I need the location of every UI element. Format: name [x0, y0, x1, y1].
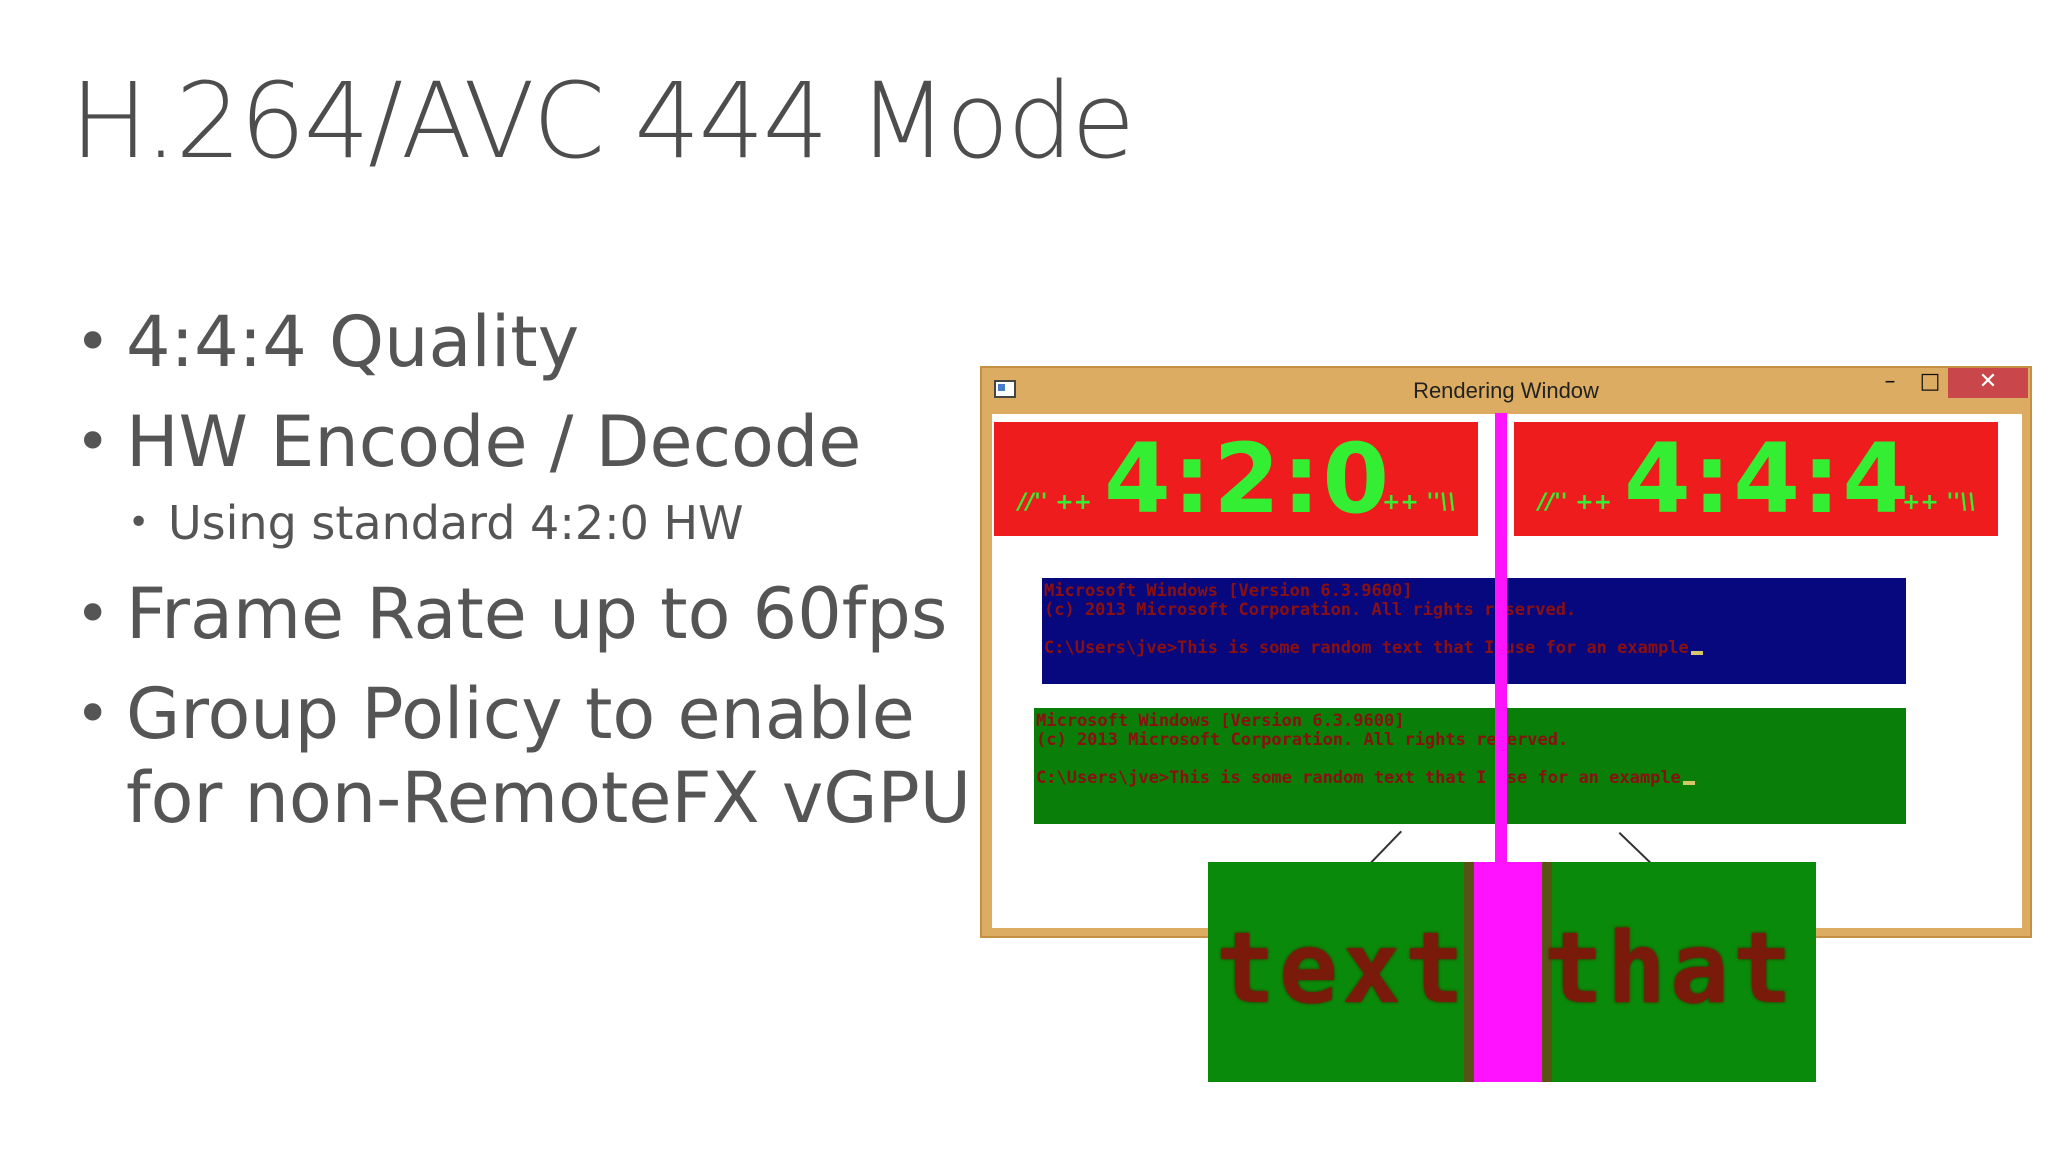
bullet-list: • 4:4:4 Quality • HW Encode / Decode • U… [70, 300, 971, 856]
window-titlebar[interactable]: Rendering Window – □ ✕ [982, 368, 2030, 414]
sub-bullet-text: Using standard 4:2:0 HW [168, 496, 744, 550]
zoom-inset: text that [1208, 862, 1816, 1082]
banner-label: 4:4:4 [1624, 423, 1912, 535]
banner-decoration-left: //'' ++ [1018, 490, 1093, 515]
console-line-prompt: C:\Users\jve>This is some random text th… [1044, 639, 1904, 658]
bullet-text: HW Encode / Decode [126, 401, 862, 483]
bullet-dot: • [75, 407, 111, 477]
bullet-item: • Frame Rate up to 60fps [70, 572, 970, 656]
banner-decoration-left: //'' ++ [1538, 490, 1613, 515]
console-line-prompt: C:\Users\jve>This is some random text th… [1036, 769, 1904, 788]
maximize-button[interactable]: □ [1919, 369, 1941, 394]
split-divider [1495, 413, 1507, 863]
console-blue-background: Microsoft Windows [Version 6.3.9600] (c)… [1042, 578, 1906, 684]
bullet-text: 4:4:4 Quality [126, 301, 580, 383]
bullet-dot: • [75, 679, 111, 749]
window-client-area: //'' ++ 4:2:0 ++ ''\\ //'' ++ 4:4:4 ++ '… [992, 414, 2022, 928]
console-line-version: Microsoft Windows [Version 6.3.9600] [1044, 581, 1413, 601]
bullet-item: • 4:4:4 Quality [70, 300, 970, 384]
bullet-dot: • [75, 307, 111, 377]
app-window-icon[interactable] [994, 380, 1016, 398]
text-cursor [1690, 651, 1703, 655]
bullet-text: Frame Rate up to 60fps [126, 573, 948, 655]
text-cursor [1682, 781, 1695, 785]
sub-bullet-item: • Using standard 4:2:0 HW [70, 494, 970, 552]
console-line-copyright: (c) 2013 Microsoft Corporation. All righ… [1044, 600, 1577, 620]
banner-decoration-right: ++ ''\\ [1382, 490, 1457, 515]
slide-title: H.264/AVC 444 Mode [70, 60, 1135, 182]
zoom-word-right: that [1544, 912, 1797, 1026]
banner-444: //'' ++ 4:4:4 ++ ''\\ [1514, 422, 1998, 536]
banner-420: //'' ++ 4:2:0 ++ ''\\ [994, 422, 1478, 536]
console-line-version: Microsoft Windows [Version 6.3.9600] [1036, 711, 1405, 731]
zoom-word-left: text [1216, 912, 1469, 1026]
sub-bullet-dot: • [128, 502, 150, 543]
bullet-item: • Group Policy to enable for non-RemoteF… [70, 672, 971, 840]
window-title: Rendering Window [1413, 378, 1599, 403]
minimize-button[interactable]: – [1884, 369, 1896, 394]
zoom-divider [1464, 862, 1552, 1082]
close-button[interactable]: ✕ [1948, 368, 2028, 398]
bullet-text-line-2: for non-RemoteFX vGPU [126, 757, 971, 839]
bullet-dot: • [75, 579, 111, 649]
console-green-background: Microsoft Windows [Version 6.3.9600] (c)… [1034, 708, 1906, 824]
console-line-copyright: (c) 2013 Microsoft Corporation. All righ… [1036, 730, 1569, 750]
banner-label: 4:2:0 [1104, 423, 1392, 535]
banner-decoration-right: ++ ''\\ [1902, 490, 1977, 515]
bullet-item: • HW Encode / Decode [70, 400, 970, 484]
bullet-text-line-1: Group Policy to enable [126, 673, 915, 755]
